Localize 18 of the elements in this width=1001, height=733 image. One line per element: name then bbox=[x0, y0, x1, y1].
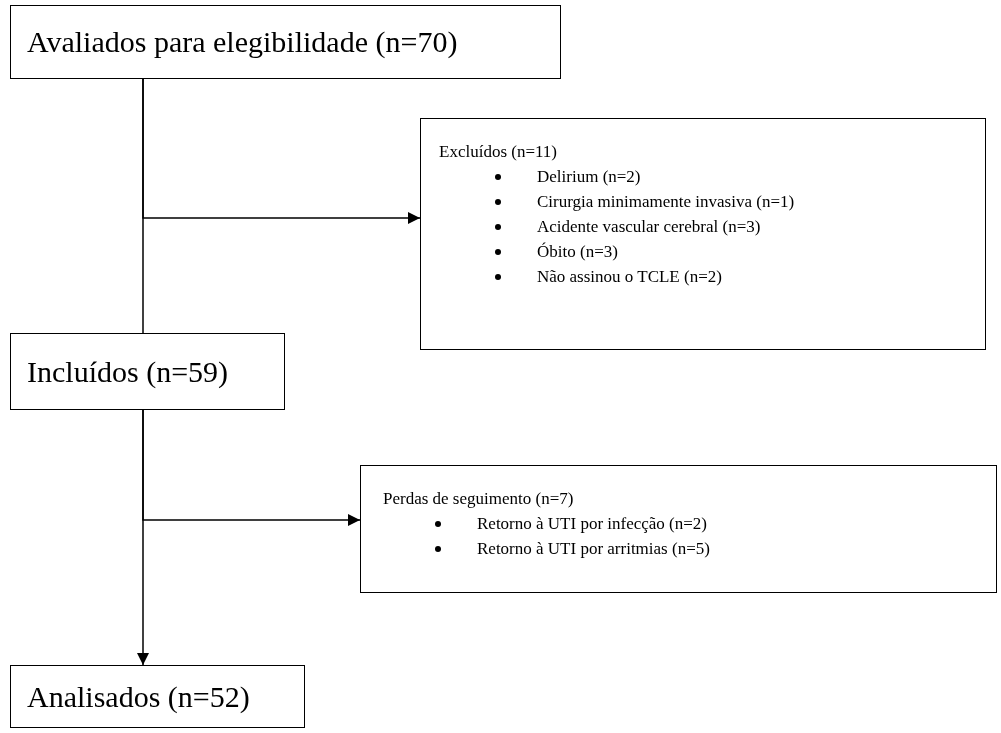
list-item: Retorno à UTI por infecção (n=2) bbox=[477, 513, 708, 535]
list-item: Óbito (n=3) bbox=[537, 241, 618, 263]
box-label: Avaliados para elegibilidade (n=70) bbox=[27, 24, 458, 61]
process-box bbox=[420, 118, 986, 350]
list-item: Delirium (n=2) bbox=[537, 166, 641, 188]
list-item: Retorno à UTI por arritmias (n=5) bbox=[477, 538, 710, 560]
arrow bbox=[137, 409, 149, 666]
list-item: Cirurgia minimamente invasiva (n=1) bbox=[537, 191, 795, 213]
process-box bbox=[10, 665, 305, 728]
box-label: Analisados (n=52) bbox=[27, 678, 250, 715]
process-box bbox=[10, 5, 561, 79]
box-heading: Perdas de seguimento (n=7) bbox=[383, 489, 574, 508]
box-heading: Excluídos (n=11) bbox=[439, 142, 558, 161]
list-item: Acidente vascular cerebral (n=3) bbox=[537, 216, 761, 238]
process-box bbox=[10, 333, 285, 410]
list-item: Não assinou o TCLE (n=2) bbox=[537, 266, 722, 288]
process-box bbox=[360, 465, 997, 593]
box-label: Incluídos (n=59) bbox=[27, 353, 229, 390]
